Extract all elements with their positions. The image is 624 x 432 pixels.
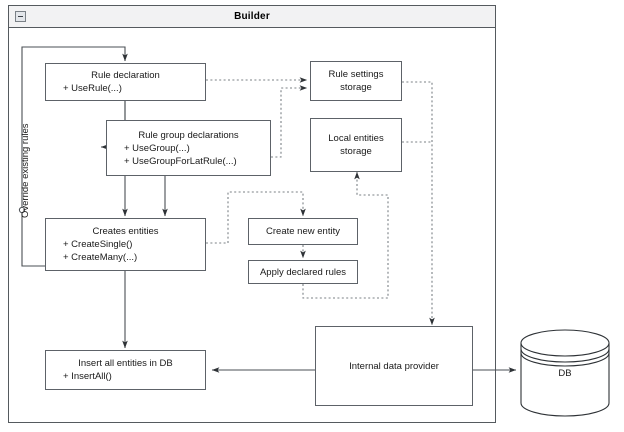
node-db[interactable] xyxy=(520,329,610,417)
node-rule-group-declarations-member-0: + UseGroup(...) xyxy=(124,142,190,154)
node-local-entities-storage[interactable]: Local entities storage xyxy=(310,118,402,172)
node-rule-declaration-title: Rule declaration xyxy=(91,70,160,81)
window-title: Builder xyxy=(234,11,270,22)
node-rule-group-declarations[interactable]: Rule group declarations + UseGroup(...) … xyxy=(106,120,271,176)
node-insert-all-entities[interactable]: Insert all entities in DB + InsertAll() xyxy=(45,350,206,390)
node-rule-group-declarations-member-1: + UseGroupForLatRule(...) xyxy=(124,155,237,167)
node-create-new-entity[interactable]: Create new entity xyxy=(248,218,358,245)
node-db-label: DB xyxy=(558,368,572,379)
node-insert-all-entities-title: Insert all entities in DB xyxy=(78,358,173,369)
edge-label-override-existing-rules: Override existing rules xyxy=(20,123,31,218)
node-apply-declared-rules-title: Apply declared rules xyxy=(259,266,347,278)
node-creates-entities-member-1: + CreateMany(...) xyxy=(63,252,138,263)
node-internal-data-provider[interactable]: Internal data provider xyxy=(315,326,473,406)
node-local-entities-storage-member-0: storage xyxy=(340,146,372,157)
node-rule-declaration[interactable]: Rule declaration + UseRule(...) xyxy=(45,63,206,101)
collapse-minus-icon[interactable] xyxy=(15,11,26,22)
node-create-new-entity-title: Create new entity xyxy=(266,226,340,237)
node-creates-entities-title: Creates entities xyxy=(92,226,159,237)
node-apply-declared-rules[interactable]: Apply declared rules xyxy=(248,260,358,284)
node-rule-settings-storage[interactable]: Rule settings storage xyxy=(310,61,402,101)
node-insert-all-entities-member-0: + InsertAll() xyxy=(63,371,112,382)
node-creates-entities[interactable]: Creates entities + CreateSingle() + Crea… xyxy=(45,218,206,271)
node-rule-settings-storage-member-0: storage xyxy=(340,82,372,93)
node-internal-data-provider-title: Internal data provider xyxy=(349,360,439,372)
node-rule-group-declarations-title: Rule group declarations xyxy=(138,129,239,141)
window-titlebar: Builder xyxy=(9,6,495,28)
node-rule-declaration-member-0: + UseRule(...) xyxy=(63,83,122,94)
node-local-entities-storage-title: Local entities xyxy=(328,133,384,144)
node-rule-settings-storage-title: Rule settings xyxy=(328,69,384,80)
node-creates-entities-member-0: + CreateSingle() xyxy=(63,239,133,250)
